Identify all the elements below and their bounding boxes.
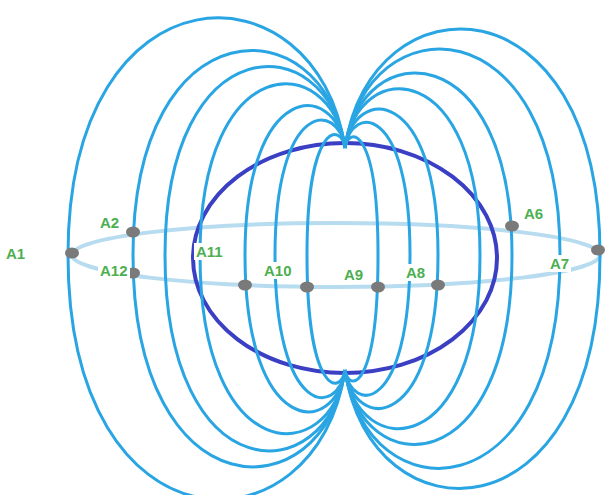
field-line bbox=[345, 49, 560, 468]
point-dot bbox=[591, 245, 605, 256]
point-label: A10 bbox=[262, 262, 294, 279]
point-label: A6 bbox=[522, 205, 545, 222]
field-line bbox=[345, 29, 600, 488]
field-line bbox=[345, 73, 512, 445]
field-line bbox=[345, 109, 438, 408]
point-dot bbox=[505, 221, 519, 232]
point-label: A7 bbox=[548, 255, 571, 272]
field-line bbox=[275, 120, 345, 397]
point-label: A12 bbox=[98, 262, 130, 279]
point-dots bbox=[65, 221, 605, 293]
field-line bbox=[133, 51, 345, 467]
point-dot bbox=[238, 280, 252, 291]
field-line bbox=[345, 137, 378, 381]
field-line bbox=[345, 122, 410, 395]
field-line bbox=[245, 106, 345, 412]
sphere-outline bbox=[193, 143, 497, 373]
field-line bbox=[307, 135, 345, 384]
point-label: A8 bbox=[404, 264, 427, 281]
equator-ring bbox=[72, 223, 600, 287]
point-dot bbox=[65, 248, 79, 259]
point-label: A9 bbox=[342, 266, 365, 283]
point-label: A11 bbox=[194, 243, 225, 260]
point-dot bbox=[300, 282, 314, 293]
field-line bbox=[68, 18, 345, 495]
field-lines bbox=[68, 18, 600, 495]
field-line bbox=[345, 89, 480, 429]
point-dot bbox=[371, 282, 385, 293]
point-label: A1 bbox=[4, 245, 27, 262]
field-line bbox=[165, 66, 345, 450]
point-label: A2 bbox=[98, 214, 121, 231]
point-dot bbox=[126, 227, 140, 238]
point-dot bbox=[431, 280, 445, 291]
